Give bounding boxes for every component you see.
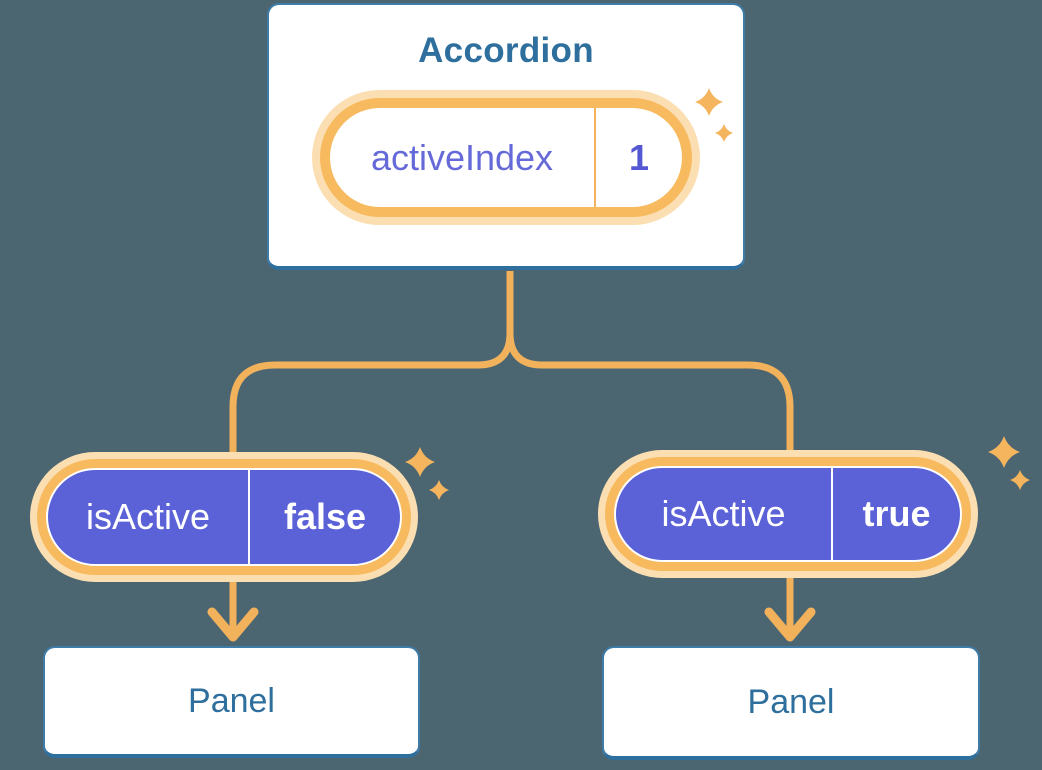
state-pill-value: 1: [628, 136, 650, 178]
prop-pill-divider: [831, 468, 833, 560]
state-pill-ring: activeIndex 1: [320, 98, 692, 217]
panel-title: Panel: [747, 682, 835, 721]
panel-card-left: Panel: [43, 646, 420, 758]
arrow-down-icon: [764, 607, 816, 642]
prop-pill-left-ring: isActive false: [37, 459, 411, 575]
prop-pill-value: false: [283, 496, 367, 537]
arrow-down-icon: [207, 607, 259, 642]
prop-pill-left-body: isActive false: [46, 468, 402, 566]
accordion-card: Accordion activeIndex 1: [267, 3, 745, 270]
state-pill: activeIndex 1: [312, 90, 700, 225]
panel-title: Panel: [188, 681, 275, 720]
prop-pill-right-ring: isActive true: [605, 457, 971, 571]
prop-pill-value: true: [862, 493, 931, 534]
sparkle-icon: [429, 480, 449, 500]
accordion-title: Accordion: [418, 31, 594, 70]
prop-pill-right: isActive true: [598, 450, 978, 578]
prop-pill-right-body: isActive true: [614, 466, 962, 562]
panel-card-right: Panel: [602, 646, 980, 760]
state-pill-body: activeIndex 1: [330, 108, 682, 207]
prop-pill-label: isActive: [85, 496, 211, 537]
prop-pill-label: isActive: [661, 493, 786, 534]
sparkle-icon: [988, 436, 1020, 468]
state-pill-divider: [594, 108, 596, 207]
sparkle-icon: [405, 447, 435, 477]
prop-pill-left: isActive false: [30, 452, 418, 582]
state-pill-label: activeIndex: [370, 136, 554, 178]
sparkle-icon: [1010, 470, 1030, 490]
